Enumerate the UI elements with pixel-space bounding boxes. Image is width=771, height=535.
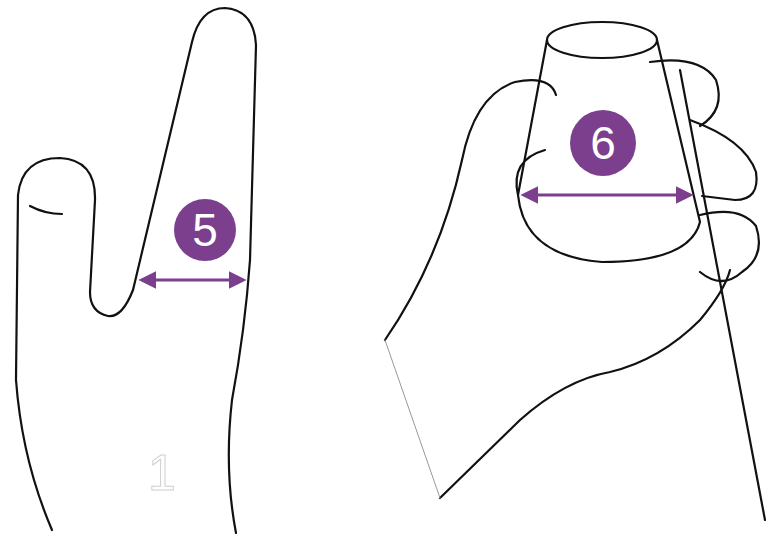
callout-number: 6 — [590, 120, 616, 166]
watermark-number: 1 — [148, 448, 176, 498]
callout-number: 5 — [192, 207, 218, 253]
callout-circle: 5 — [174, 199, 236, 261]
callout-circle: 6 — [570, 110, 636, 176]
